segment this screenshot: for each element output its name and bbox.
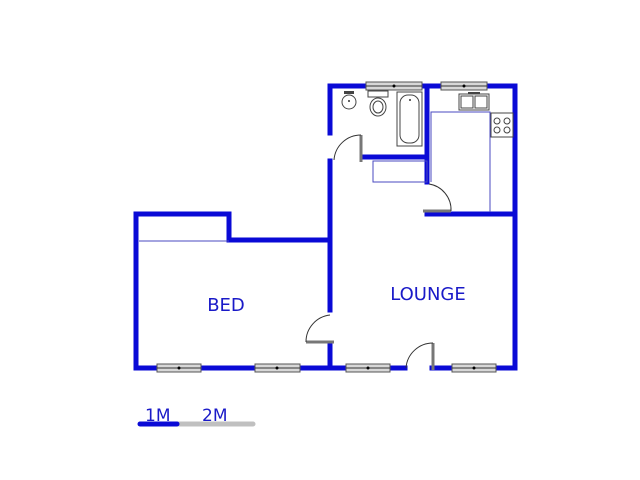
- room-label-lounge: LOUNGE: [390, 284, 466, 305]
- window: [451, 363, 497, 373]
- window: [365, 81, 423, 91]
- bedroom-wall: [133, 211, 333, 371]
- door-bathroom: [333, 134, 363, 162]
- kitchen-counter: [430, 111, 491, 212]
- bathtub-icon: [396, 91, 423, 147]
- door-kitchen: [423, 183, 452, 213]
- window: [156, 363, 202, 373]
- basin-icon: [341, 91, 357, 110]
- toilet-icon: [367, 90, 389, 117]
- walls: [133, 83, 518, 371]
- fixtures: [139, 90, 514, 242]
- windows: [156, 81, 497, 373]
- sink-icon: [458, 92, 490, 111]
- scale-label-1m: 1M: [145, 406, 170, 426]
- room-label-bed: BED: [207, 295, 245, 316]
- door-entrance: [405, 342, 435, 370]
- stove-icon: [490, 112, 514, 138]
- doors: [305, 134, 452, 370]
- door-bedroom: [305, 314, 334, 344]
- window: [345, 363, 391, 373]
- cupboard: [372, 160, 428, 183]
- window: [440, 81, 488, 91]
- window: [254, 363, 301, 373]
- scale-label-2m: 2M: [202, 406, 227, 426]
